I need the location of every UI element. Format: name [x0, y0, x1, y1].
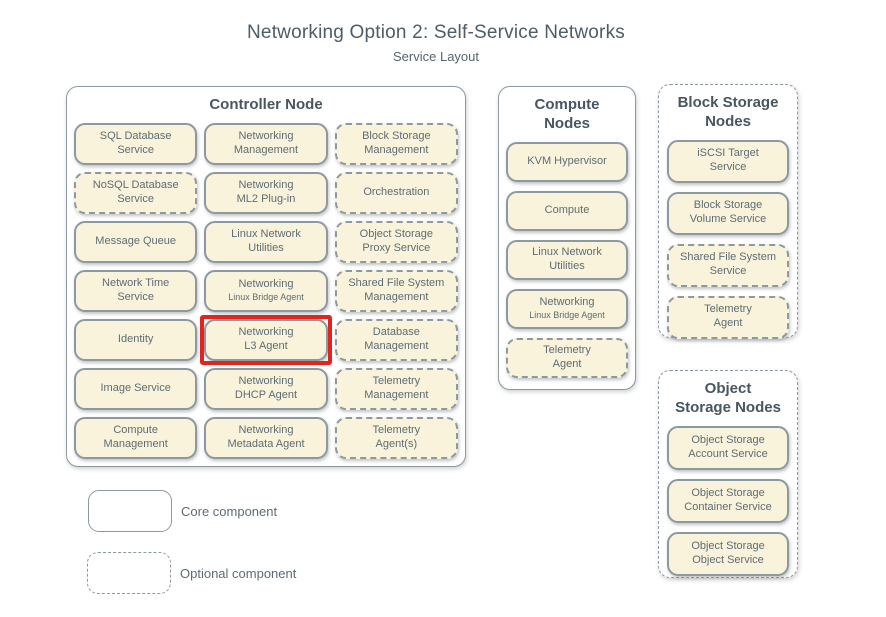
component-identity: Identity [74, 318, 198, 361]
component-image-service: Image Service [74, 367, 198, 410]
core-component-swatch [88, 490, 172, 532]
optional-component-swatch [87, 552, 171, 594]
component-orchestration: Orchestration [334, 171, 458, 214]
legend-item-core: Core component [88, 490, 277, 532]
legend-label-optional: Optional component [180, 565, 297, 581]
legend-label-core: Core component [181, 503, 278, 519]
legend-item-optional: Optional component [87, 552, 296, 594]
diagram-title: Networking Option 2: Self-Service Networ… [247, 22, 625, 43]
component-compute: Compute [506, 190, 628, 231]
component-kvm-hypervisor: KVM Hypervisor [506, 141, 628, 182]
component-message-queue: Message Queue [74, 220, 198, 263]
diagram-subtitle: Service Layout [393, 49, 479, 64]
node-controller-title: Controller Node [209, 96, 323, 113]
